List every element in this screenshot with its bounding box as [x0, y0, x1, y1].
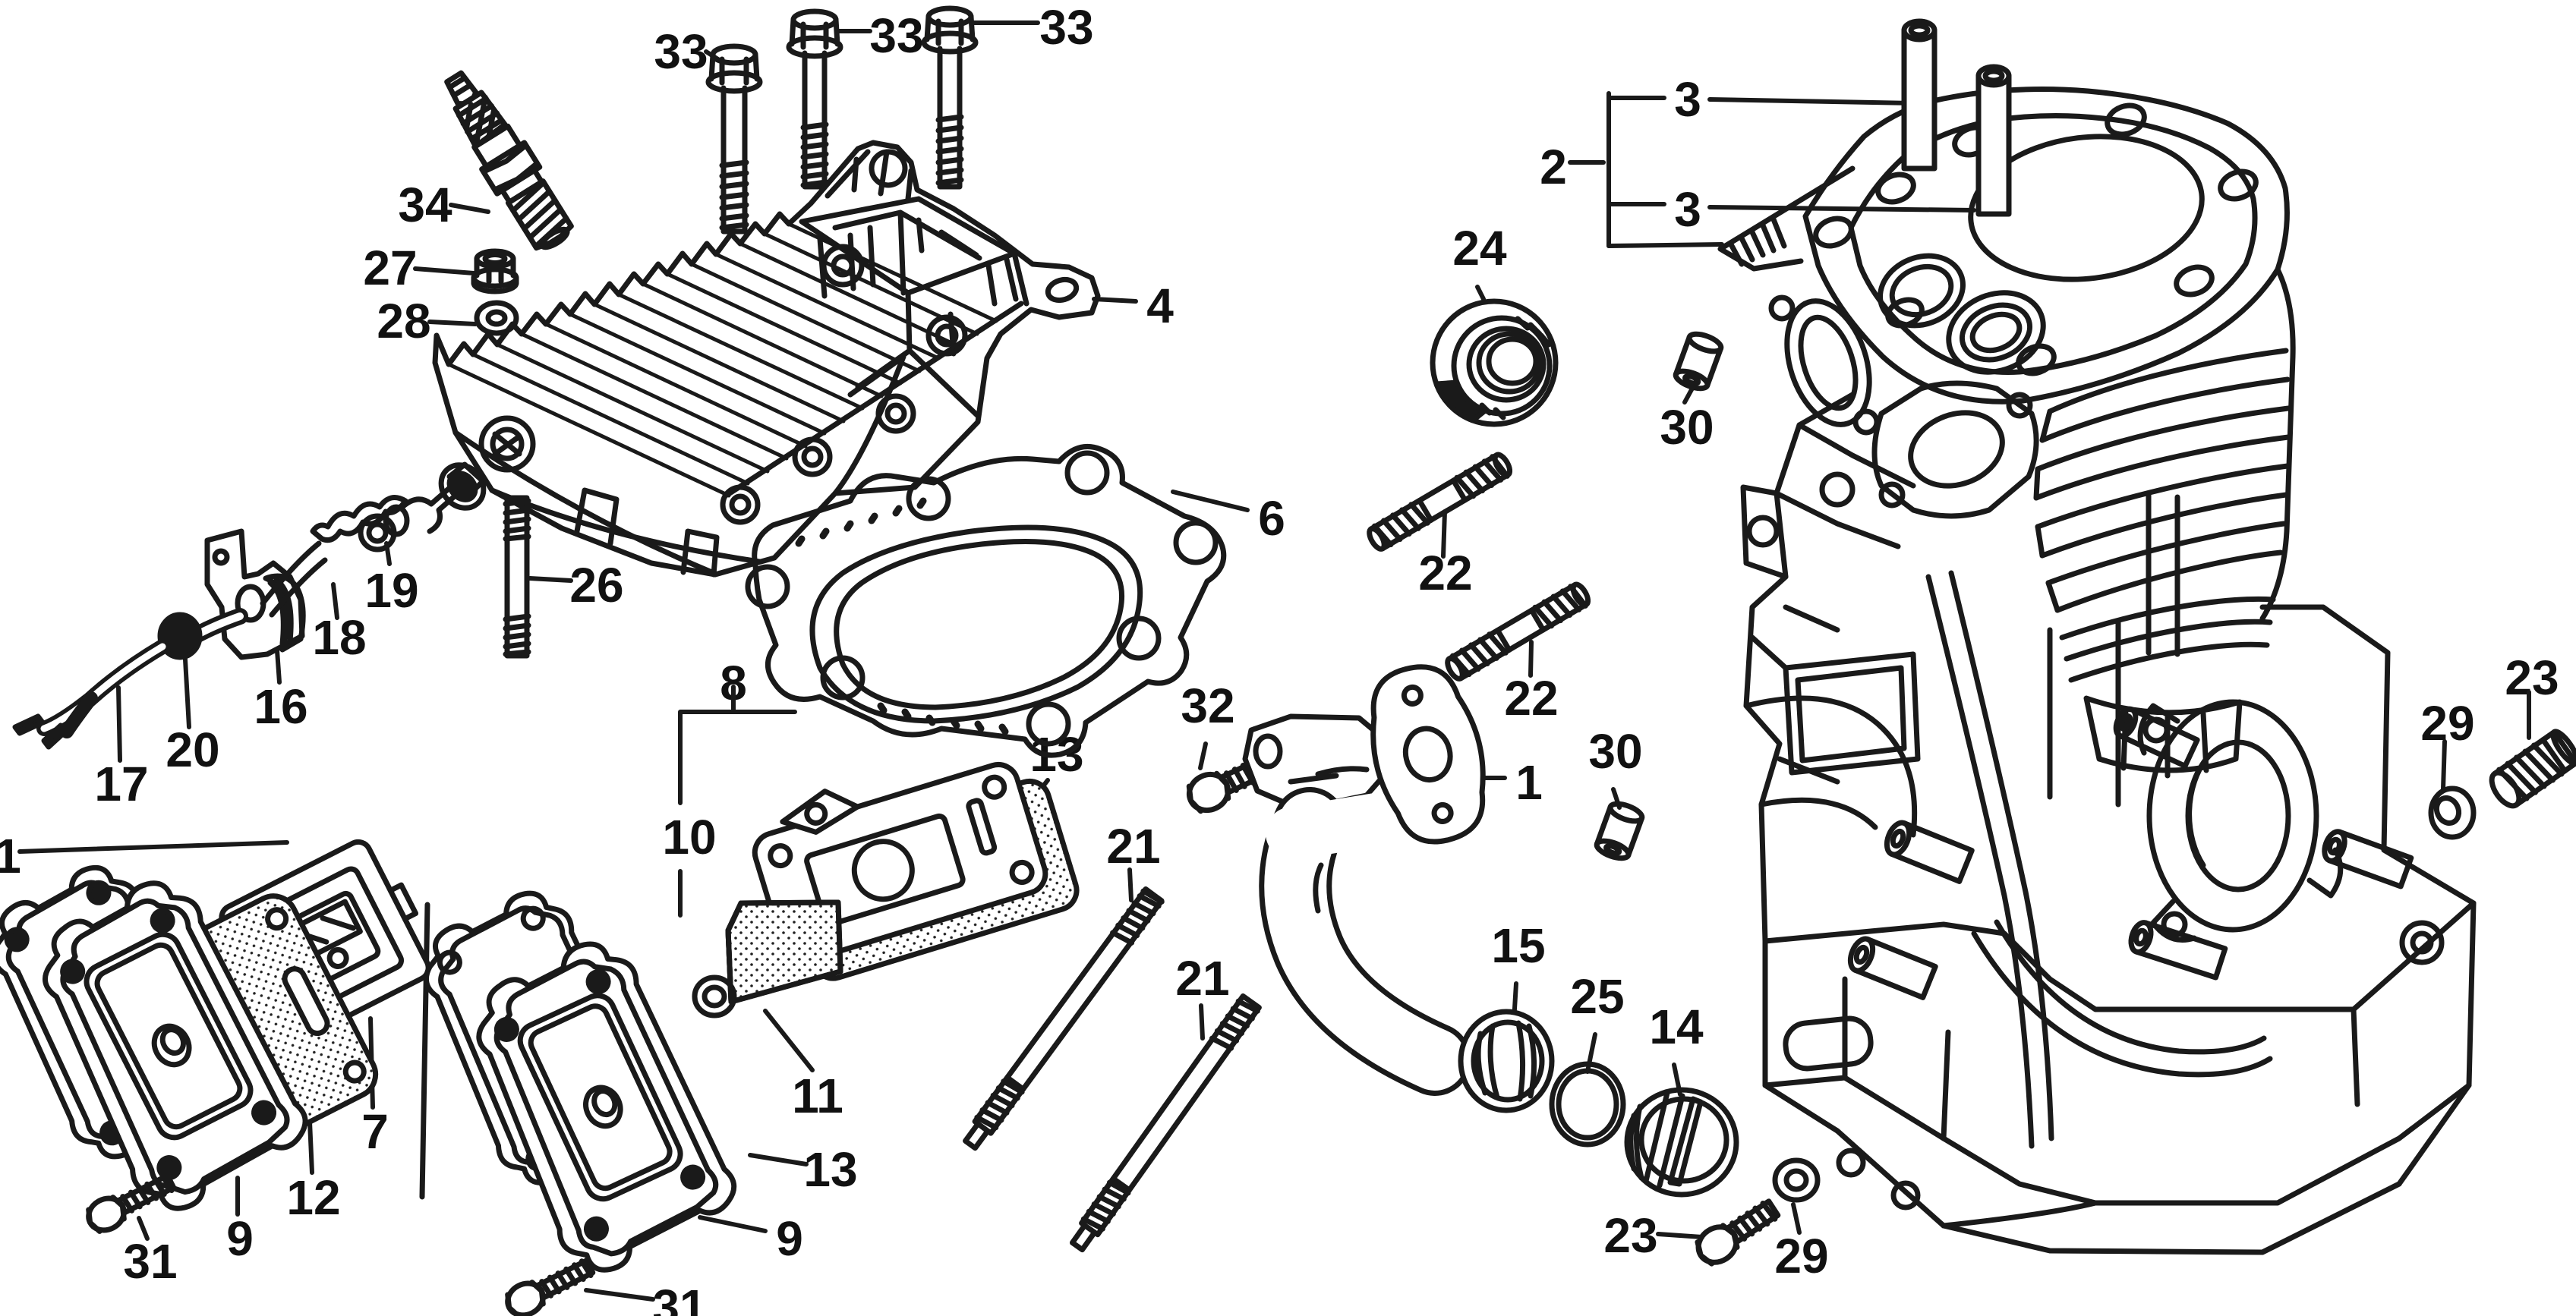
svg-text:20: 20 — [166, 723, 219, 777]
svg-text:33: 33 — [869, 8, 923, 63]
svg-text:21: 21 — [1106, 819, 1160, 874]
svg-text:9: 9 — [776, 1211, 803, 1266]
svg-text:15: 15 — [1491, 918, 1545, 973]
svg-text:32: 32 — [1181, 678, 1234, 733]
svg-text:24: 24 — [1452, 221, 1507, 275]
svg-text:3: 3 — [1674, 182, 1701, 237]
svg-text:23: 23 — [1603, 1208, 1657, 1263]
svg-text:10: 10 — [662, 810, 716, 864]
svg-text:2: 2 — [1540, 140, 1567, 194]
svg-text:23: 23 — [2505, 650, 2559, 705]
svg-text:29: 29 — [2420, 696, 2474, 751]
svg-text:1: 1 — [1515, 755, 1543, 810]
svg-text:34: 34 — [398, 178, 452, 232]
svg-text:19: 19 — [364, 563, 418, 618]
svg-text:25: 25 — [1570, 969, 1624, 1024]
svg-text:14: 14 — [1649, 1000, 1704, 1054]
svg-text:28: 28 — [377, 294, 430, 348]
svg-text:33: 33 — [654, 24, 708, 79]
svg-text:21: 21 — [1175, 951, 1229, 1006]
svg-text:17: 17 — [94, 757, 148, 811]
svg-text:18: 18 — [312, 610, 366, 665]
svg-text:7: 7 — [361, 1104, 389, 1159]
svg-text:27: 27 — [363, 241, 417, 295]
svg-text:29: 29 — [1774, 1229, 1828, 1283]
svg-text:6: 6 — [1258, 491, 1285, 546]
svg-text:13: 13 — [803, 1142, 857, 1197]
svg-text:16: 16 — [254, 679, 307, 734]
svg-text:4: 4 — [1146, 279, 1174, 333]
svg-text:26: 26 — [569, 558, 623, 612]
svg-text:9: 9 — [226, 1211, 254, 1266]
svg-text:1: 1 — [0, 829, 21, 883]
svg-text:3: 3 — [1674, 72, 1701, 127]
svg-text:31: 31 — [652, 1280, 706, 1316]
svg-text:30: 30 — [1660, 400, 1714, 455]
svg-text:31: 31 — [123, 1234, 177, 1289]
svg-text:12: 12 — [286, 1170, 340, 1225]
svg-text:11: 11 — [792, 1069, 843, 1123]
svg-text:22: 22 — [1504, 671, 1558, 726]
svg-text:33: 33 — [1039, 0, 1093, 55]
svg-text:30: 30 — [1588, 724, 1642, 779]
